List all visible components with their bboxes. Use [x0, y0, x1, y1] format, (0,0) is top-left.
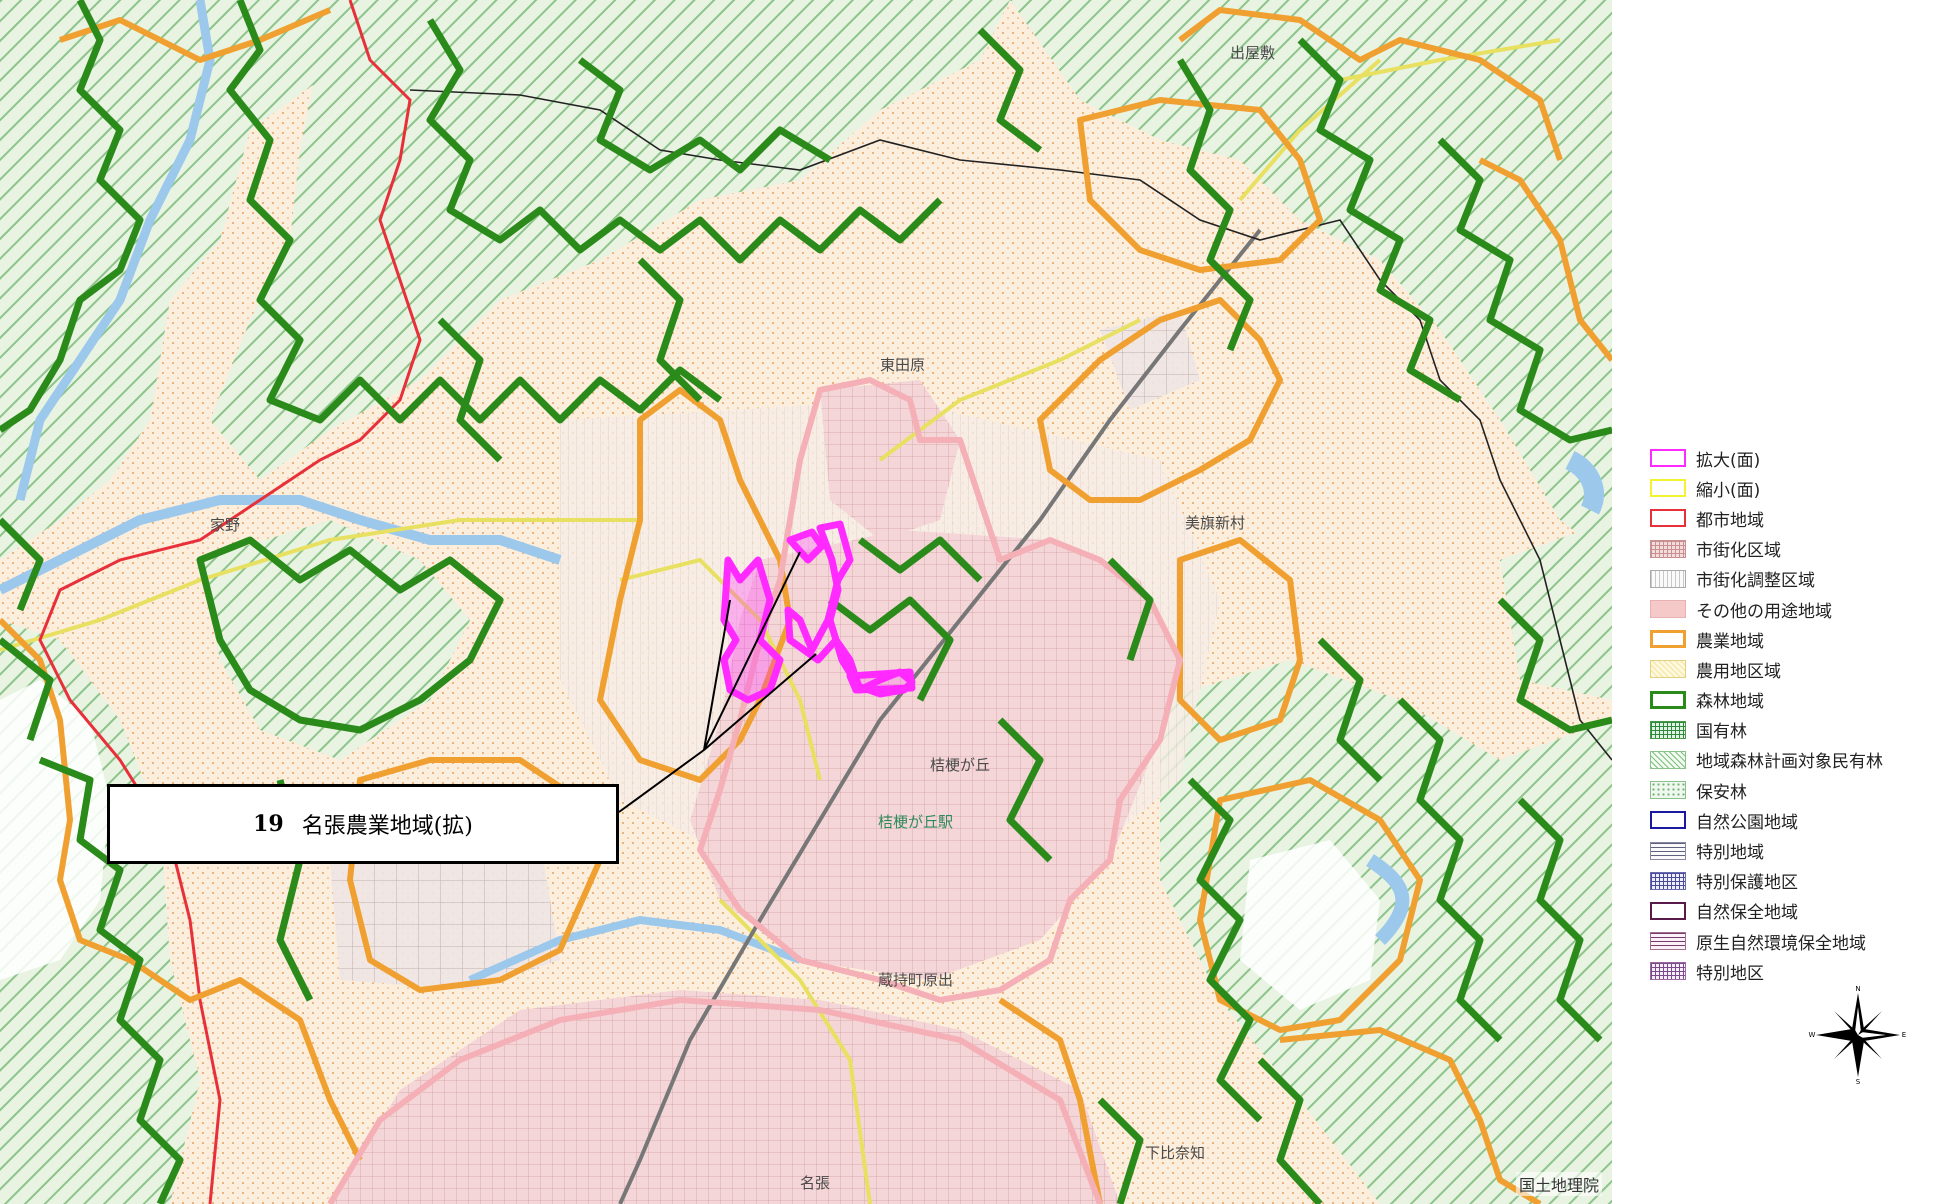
legend-label: 縮小(面)	[1696, 480, 1761, 501]
legend-swatch-icon	[1650, 720, 1686, 739]
legend-item: その他の用途地域	[1650, 594, 1935, 624]
legend-label: 拡大(面)	[1696, 450, 1761, 471]
compass-south: S	[1856, 1078, 1861, 1085]
legend-label: 農業地域	[1696, 631, 1764, 652]
place-label: 蔵持町原出	[878, 971, 953, 989]
legend-label: 都市地域	[1696, 510, 1764, 531]
urban-area-boundary	[38, 0, 422, 1204]
expansion-area	[720, 520, 916, 704]
legend-item: 市街化区域	[1650, 534, 1935, 564]
legend-item: 農業地域	[1650, 624, 1935, 654]
legend-label: その他の用途地域	[1696, 601, 1832, 622]
legend-item: 特別地域	[1650, 835, 1935, 865]
legend-label: 地域森林計画対象民有林	[1696, 752, 1883, 773]
compass-west: W	[1809, 1031, 1816, 1039]
legend-label: 自然公園地域	[1696, 812, 1798, 833]
legend-item: 地域森林計画対象民有林	[1650, 745, 1935, 775]
legend-swatch-icon	[1650, 690, 1686, 709]
forest-area-boundaries	[0, 0, 1612, 1204]
map-attribution: 国土地理院	[1515, 1172, 1602, 1196]
legend-label: 特別地域	[1696, 843, 1764, 864]
legend-swatch-icon	[1650, 630, 1686, 649]
legend-item: 都市地域	[1650, 503, 1935, 533]
compass-rose-icon: N S W E	[1809, 985, 1907, 1085]
railway	[618, 228, 1262, 1204]
callout-text: 名張農業地域(拡)	[301, 814, 473, 839]
legend-swatch-icon	[1650, 871, 1686, 890]
legend-item: 特別地区	[1650, 956, 1935, 986]
legend-item: 自然公園地域	[1650, 805, 1935, 835]
legend-item: 特別保護地区	[1650, 866, 1935, 896]
legend-label: 市街化調整区域	[1696, 571, 1815, 592]
map-panel: 出屋敷 東田原 美旗新村 家野 桔梗が丘 桔梗が丘駅 蔵持町原出 下比奈知 名張…	[0, 0, 1612, 1204]
legend-swatch-icon	[1650, 962, 1686, 981]
legend-label: 森林地域	[1696, 692, 1764, 713]
legend-swatch-icon	[1650, 539, 1686, 558]
place-label: 桔梗が丘	[930, 756, 990, 774]
legend-label: 特別保護地区	[1696, 873, 1798, 894]
place-label: 東田原	[880, 356, 925, 374]
legend-swatch-icon	[1650, 901, 1686, 920]
legend-item: 拡大(面)	[1650, 443, 1935, 473]
place-label: 桔梗が丘駅	[878, 813, 953, 831]
place-label: 名張	[800, 1174, 830, 1192]
legend-swatch-icon	[1650, 660, 1686, 679]
legend-label: 農用地区域	[1696, 661, 1781, 682]
place-label: 出屋敷	[1230, 44, 1275, 62]
compass-east: E	[1902, 1031, 1906, 1039]
legend-item: 保安林	[1650, 775, 1935, 805]
legend-swatch-icon	[1650, 781, 1686, 800]
forest-regions	[0, 0, 1612, 1204]
legend-swatch-icon	[1650, 600, 1686, 619]
legend-swatch-icon	[1650, 569, 1686, 588]
land-use-map: 出屋敷 東田原 美旗新村 家野 桔梗が丘 桔梗が丘駅 蔵持町原出 下比奈知 名張	[0, 0, 1612, 1204]
legend-item: 市街化調整区域	[1650, 564, 1935, 594]
legend-item: 自然保全地域	[1650, 896, 1935, 926]
callout-label-box: 19 名張農業地域(拡)	[107, 784, 619, 864]
legend-label: 市街化区域	[1696, 541, 1781, 562]
place-label: 家野	[210, 516, 240, 534]
legend-item: 森林地域	[1650, 685, 1935, 715]
legend-item: 国有林	[1650, 715, 1935, 745]
urbanization-boundaries	[327, 377, 1183, 1204]
legend-label: 原生自然環境保全地域	[1696, 933, 1866, 954]
municipal-boundary	[409, 89, 1612, 761]
agricultural-area-boundaries	[0, 7, 1612, 1204]
map-legend: 拡大(面) 縮小(面) 都市地域市街化区域市街化調整区域その他の用途地域農業地域農用…	[1650, 443, 1935, 986]
legend-swatch-icon	[1650, 449, 1686, 468]
legend-label: 特別地区	[1696, 963, 1764, 984]
legend-swatch-icon	[1650, 932, 1686, 951]
residential-grid	[330, 840, 560, 990]
legend-swatch-icon	[1650, 841, 1686, 860]
legend-item: 農用地区域	[1650, 654, 1935, 684]
legend-swatch-icon	[1650, 509, 1686, 528]
legend-item: 原生自然環境保全地域	[1650, 926, 1935, 956]
legend-label: 保安林	[1696, 782, 1747, 803]
legend-swatch-icon	[1650, 750, 1686, 769]
callout-leader-lines	[618, 551, 817, 813]
open-areas	[0, 680, 1380, 1010]
place-label: 美旗新村	[1185, 514, 1245, 532]
legend-swatch-icon	[1650, 811, 1686, 830]
legend-label: 国有林	[1696, 722, 1747, 743]
place-label: 下比奈知	[1145, 1144, 1205, 1162]
compass-north: N	[1855, 985, 1860, 993]
legend-swatch-icon	[1650, 479, 1686, 498]
legend-item: 縮小(面)	[1650, 473, 1935, 503]
legend-label: 自然保全地域	[1696, 903, 1798, 924]
callout-number: 19	[253, 811, 284, 837]
